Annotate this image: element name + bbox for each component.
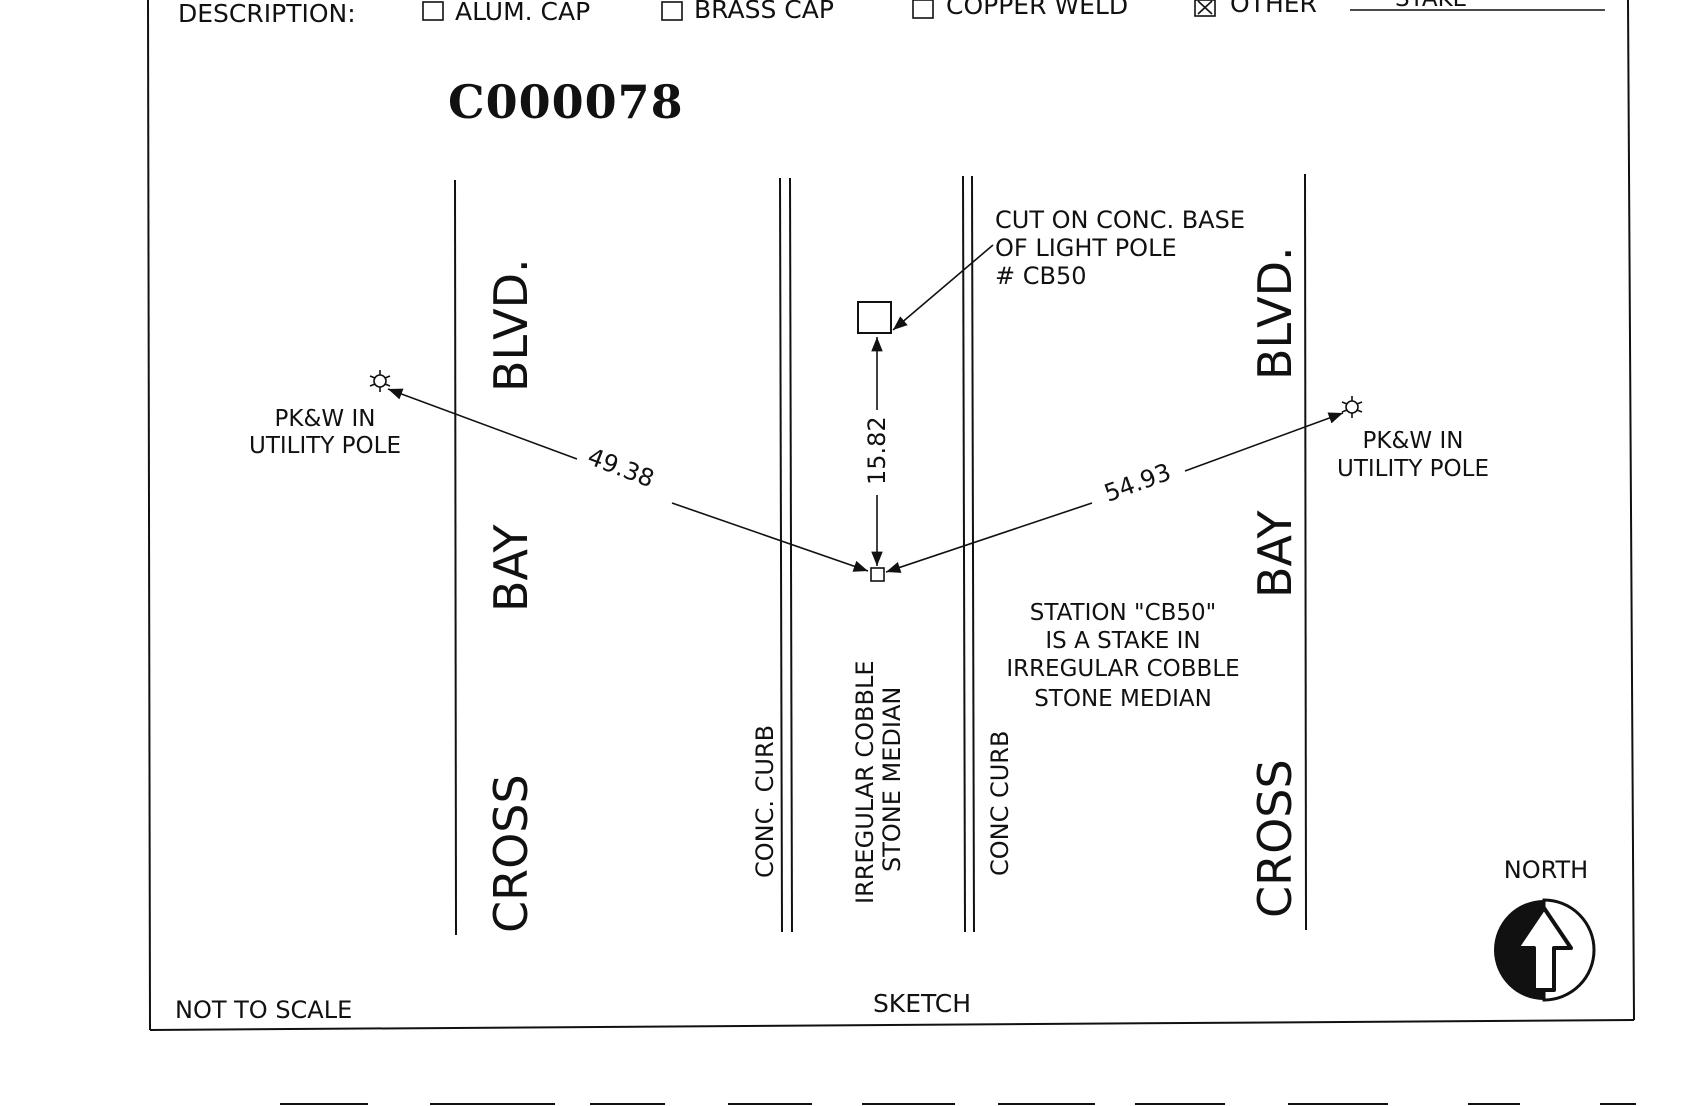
right-pole-label-line-1: PK&W IN [1363, 428, 1464, 454]
right-pole-label-line-2: UTILITY POLE [1337, 456, 1489, 482]
left-street-edge [454, 179, 457, 936]
left-pole-label-line-1: PK&W IN [275, 406, 376, 432]
station-note-line-2: IS A STAKE IN [1045, 628, 1200, 654]
right-distance-label: 54.93 [1100, 458, 1174, 508]
other-value: STAKE [1395, 0, 1467, 12]
station-cb50-point [870, 567, 885, 582]
description-row: DESCRIPTION: ALUM. CAP BRASS CAP COPPER … [178, 0, 1605, 28]
left-curb-label: CONC. CURB [751, 725, 779, 878]
left-curb-line-1 [779, 177, 783, 933]
scale-note: NOT TO SCALE [175, 996, 352, 1024]
left-street-name: CROSS BAY BLVD. [484, 258, 538, 933]
left-utility-pole-icon [369, 370, 391, 392]
option-copper-weld: COPPER WELD [946, 0, 1128, 20]
median-label: IRREGULAR COBBLE STONE MEDIAN [851, 660, 906, 904]
option-brass-cap: BRASS CAP [694, 0, 834, 24]
left-street-word-bay: BAY [484, 524, 538, 612]
left-curb-line-2 [789, 177, 793, 933]
sketch-title: SKETCH [873, 989, 971, 1018]
right-utility-pole-icon [1341, 396, 1363, 418]
right-curb-line-2 [971, 175, 975, 933]
median-label-line-1: IRREGULAR COBBLE [851, 660, 879, 904]
right-street-word-blvd: BLVD. [1248, 246, 1302, 380]
left-street-word-blvd: BLVD. [484, 258, 538, 392]
north-arrow-icon [1494, 898, 1596, 1002]
right-street-edge [1304, 173, 1307, 931]
checkbox-brass-cap[interactable] [661, 1, 683, 21]
station-note-line-1: STATION "CB50" [1030, 600, 1217, 626]
description-label: DESCRIPTION: [178, 0, 356, 28]
left-pole-label-line-2: UTILITY POLE [249, 433, 401, 459]
station-note: STATION "CB50" IS A STAKE IN IRREGULAR C… [1006, 600, 1239, 712]
vertical-distance-label: 15.82 [863, 416, 891, 485]
station-note-line-4: STONE MEDIAN [1034, 686, 1212, 712]
right-distance-line-a [1184, 412, 1344, 472]
left-street-word-cross: CROSS [484, 774, 538, 933]
station-note-line-3: IRREGULAR COBBLE [1006, 656, 1239, 682]
checkbox-other-x-mark [1197, 0, 1213, 15]
sketch-frame [147, 0, 1635, 1031]
right-street-name: CROSS BAY BLVD. [1248, 246, 1302, 918]
light-pole-note-line-2: OF LIGHT POLE [995, 234, 1177, 262]
stamp-number: C000078 [448, 75, 684, 129]
north-label: NORTH [1504, 856, 1588, 884]
left-distance-label: 49.38 [584, 442, 658, 493]
right-street-word-cross: CROSS [1248, 759, 1302, 918]
light-pole-note-line-3: # CB50 [995, 262, 1087, 290]
left-distance-line-b [671, 502, 869, 572]
option-other: OTHER [1230, 0, 1317, 18]
right-pole-label: PK&W IN UTILITY POLE [1337, 428, 1489, 482]
median-label-line-2: STONE MEDIAN [878, 687, 906, 872]
street-lines [454, 173, 1307, 936]
right-distance-line-b [885, 502, 1093, 573]
light-pole-note-line-1: CUT ON CONC. BASE [995, 206, 1245, 234]
light-pole-base [857, 301, 892, 334]
checkbox-other[interactable] [1194, 0, 1216, 17]
option-alum-cap: ALUM. CAP [455, 0, 590, 26]
left-distance-line-a [387, 388, 578, 460]
light-pole-note: CUT ON CONC. BASE OF LIGHT POLE # CB50 [995, 206, 1245, 290]
light-pole-leader-arrow [892, 244, 994, 331]
checkbox-alum-cap[interactable] [422, 1, 444, 21]
left-pole-label: PK&W IN UTILITY POLE [249, 406, 401, 459]
checkbox-copper-weld[interactable] [912, 0, 934, 19]
right-curb-line-1 [962, 175, 966, 933]
right-curb-label: CONC CURB [986, 731, 1014, 876]
right-street-word-bay: BAY [1248, 510, 1302, 598]
